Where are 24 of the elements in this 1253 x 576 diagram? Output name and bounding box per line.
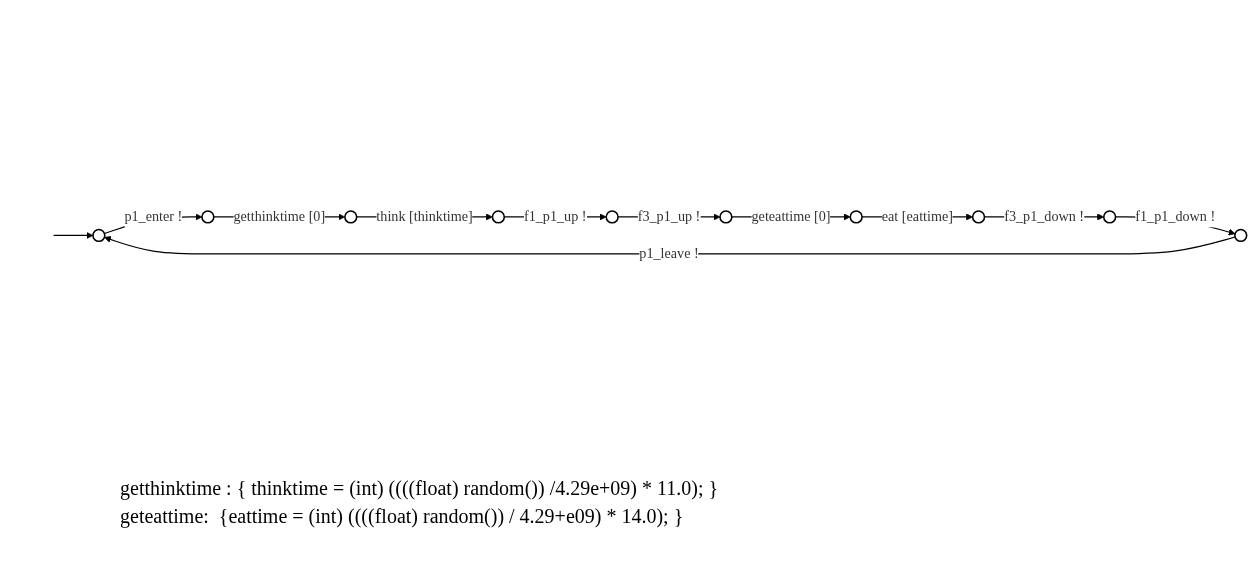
node-circle <box>344 209 358 224</box>
edge-label: f3_p1_down ! <box>1004 208 1085 224</box>
code-note: geteattime: {eattime = (int) ((((float) random()) / 4.29+e09) * 14.0); } <box>120 504 685 530</box>
code-note: getthinktime : { thinktime = (int) ((((float) random()) /4.29e+09) * 11.0); } <box>120 476 720 502</box>
edge-label: think [thinktime] <box>376 208 473 224</box>
edge-label: f1_p1_up ! <box>523 208 587 224</box>
edge-label: p1_enter ! <box>124 208 183 224</box>
edge-label: f1_p1_down ! <box>1135 208 1216 224</box>
arrow <box>53 231 94 239</box>
node-circle <box>971 209 986 224</box>
node-circle <box>1234 228 1248 242</box>
edge-label: p1_leave ! <box>639 245 699 261</box>
node-circle <box>201 209 215 224</box>
edge-label: getthinktime [0] <box>233 208 326 224</box>
edge-label: geteattime [0] <box>751 208 831 224</box>
node-circle <box>719 209 733 224</box>
node-circle <box>92 228 106 242</box>
node-circle <box>491 209 506 224</box>
arrow <box>104 235 1236 255</box>
node-circle <box>849 209 863 224</box>
node-circle <box>605 209 619 224</box>
node-circle <box>1102 209 1117 224</box>
edge-label: eat [eattime] <box>881 208 953 224</box>
edge-label: f3_p1_up ! <box>637 208 701 224</box>
